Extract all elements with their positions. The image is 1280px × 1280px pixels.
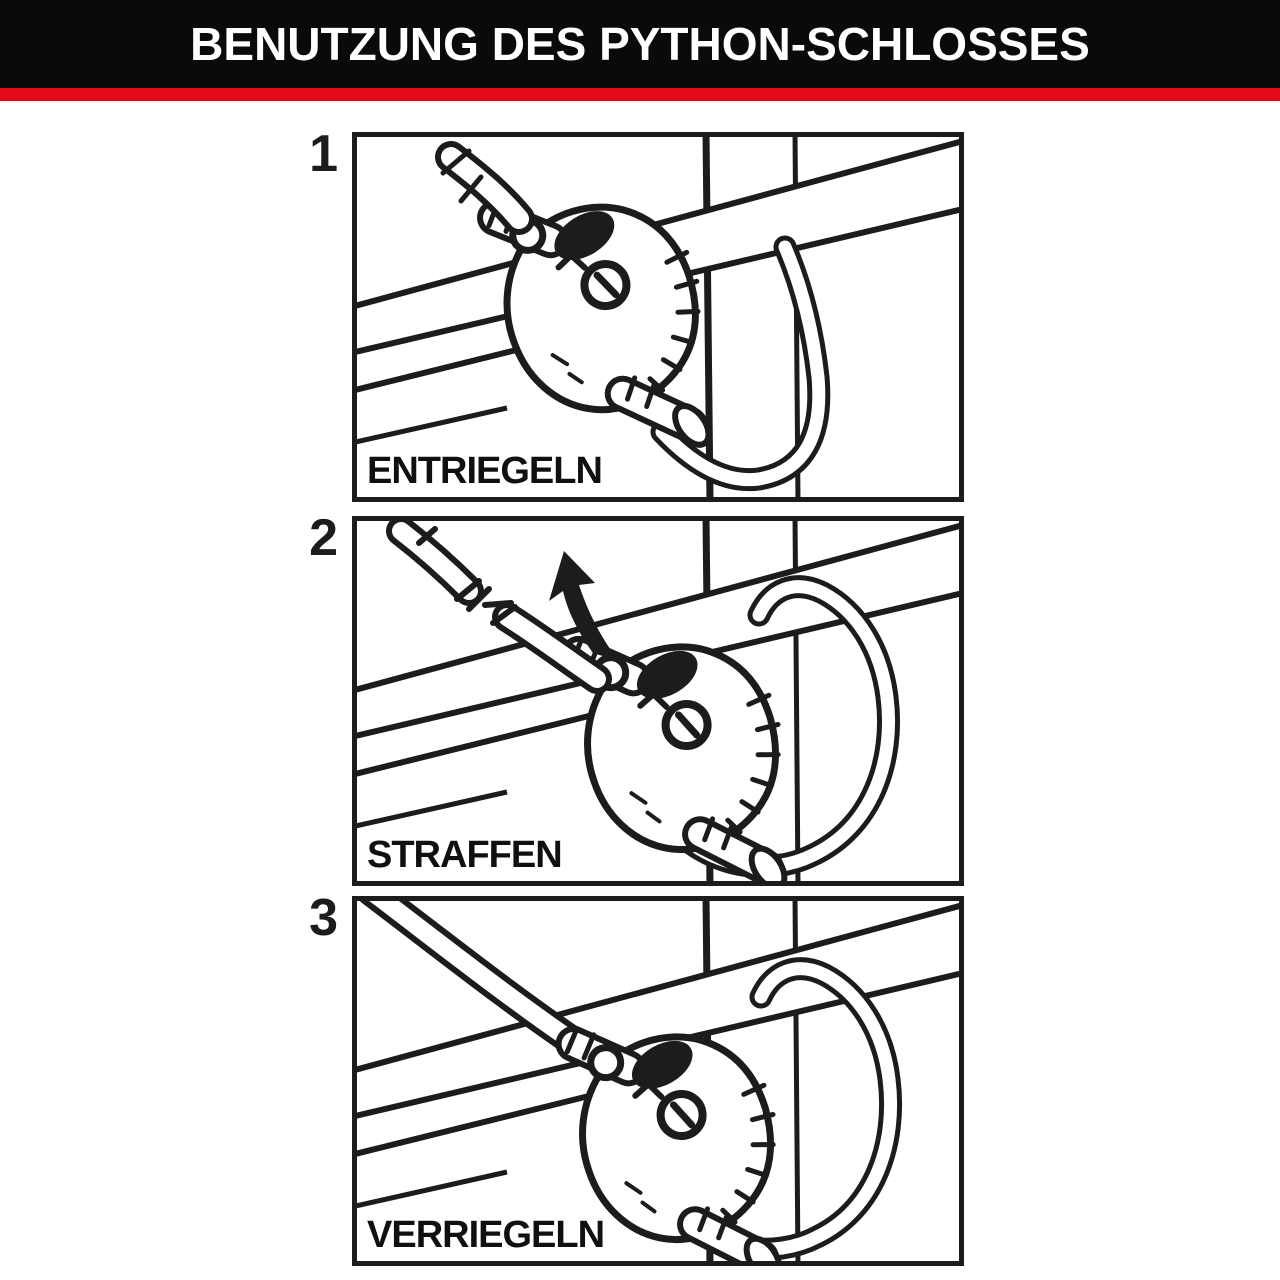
step-number-2: 2 — [309, 509, 338, 567]
python-lock-body — [570, 619, 796, 881]
cable-into-lock — [482, 600, 612, 694]
instruction-panel-tighten: STRAFFEN — [352, 516, 964, 886]
panel-label-tighten: STRAFFEN — [367, 834, 563, 876]
instruction-panel-unlock: ENTRIEGELN — [352, 132, 964, 502]
pull-direction-arrow-icon — [549, 551, 619, 661]
red-accent-stripe — [0, 88, 1280, 101]
cable-loop — [650, 235, 831, 492]
pulled-cable-end — [386, 521, 492, 612]
taut-cable — [359, 901, 602, 1066]
lock-illustration-tighten — [357, 521, 959, 881]
header-bar: BENUTZUNG DES PYTHON-SCHLOSSES — [0, 0, 1280, 88]
lock-illustration-lock — [357, 901, 959, 1261]
lock-illustration-unlock — [357, 137, 959, 497]
panel-label-lock: VERRIEGELN — [367, 1214, 605, 1256]
step-number-3: 3 — [309, 889, 338, 947]
panel-label-unlock: ENTRIEGELN — [367, 450, 603, 492]
loose-cable-end — [435, 141, 535, 235]
step-number-1: 1 — [309, 125, 338, 183]
instruction-panel-lock: VERRIEGELN — [352, 896, 964, 1266]
page-title: BENUTZUNG DES PYTHON-SCHLOSSES — [190, 18, 1090, 70]
